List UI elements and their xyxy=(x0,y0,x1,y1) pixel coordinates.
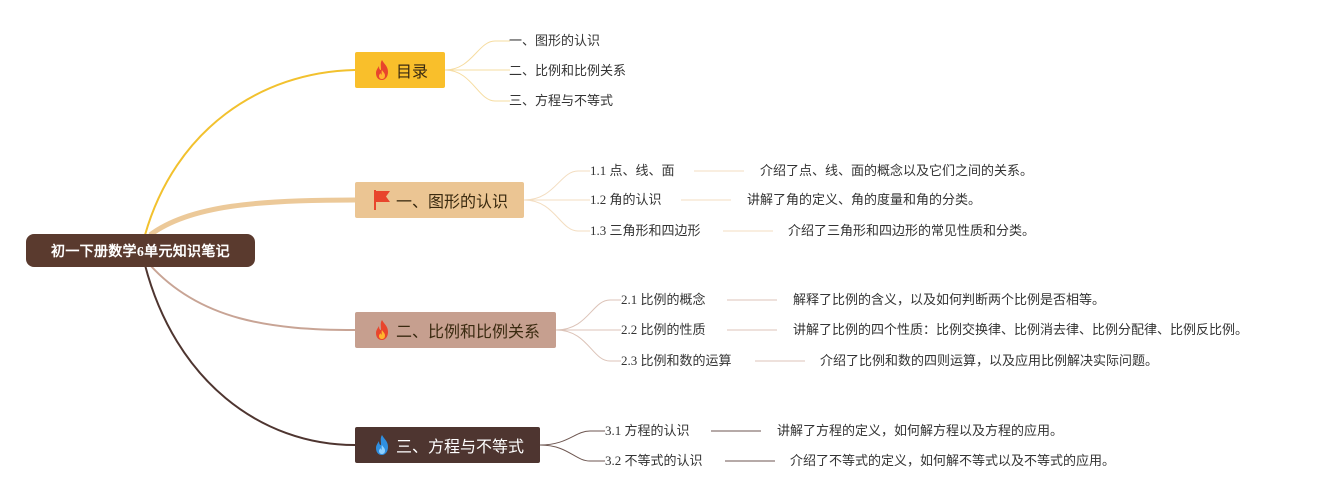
toc-link xyxy=(444,69,510,102)
root-link-toc xyxy=(144,69,356,236)
branch-label: 一、图形的认识 xyxy=(396,194,509,211)
branch3-link xyxy=(539,430,605,446)
topic-description: 讲解了比例的四个性质：比例交换律、比例消去律、比例分配律、比例反比例。 xyxy=(793,322,1249,337)
toc-item[interactable]: 一、图形的认识 xyxy=(509,33,601,48)
topic-item[interactable]: 1.2 角的认识 xyxy=(590,192,662,207)
topic-item[interactable]: 1.3 三角形和四边形 xyxy=(590,223,701,238)
branch-equation[interactable]: 三、方程与不等式 xyxy=(355,427,540,463)
root-node[interactable]: 初一下册数学6单元知识笔记 xyxy=(26,234,255,267)
topic-description: 讲解了角的定义、角的度量和角的分类。 xyxy=(747,192,982,207)
topic-description: 解释了比例的含义，以及如何判断两个比例是否相等。 xyxy=(793,292,1106,307)
branch-label: 二、比例和比例关系 xyxy=(396,324,541,341)
topic-item[interactable]: 2.1 比例的概念 xyxy=(621,292,706,307)
topic-item[interactable]: 2.3 比例和数的运算 xyxy=(621,353,732,368)
topic-item[interactable]: 3.2 不等式的认识 xyxy=(605,453,703,468)
topic-description: 介绍了比例和数的四则运算，以及应用比例解决实际问题。 xyxy=(820,353,1159,368)
drop-flame-icon xyxy=(372,434,392,456)
root-link-equation xyxy=(144,264,356,446)
branch2-link xyxy=(555,299,621,331)
branch-ratio[interactable]: 二、比例和比例关系 xyxy=(355,312,556,348)
topic-description: 介绍了三角形和四边形的常见性质和分类。 xyxy=(788,223,1036,238)
branch1-link xyxy=(523,170,590,201)
topic-item[interactable]: 1.1 点、线、面 xyxy=(590,163,675,178)
topic-description: 介绍了点、线、面的概念以及它们之间的关系。 xyxy=(760,163,1034,178)
branch-label: 三、方程与不等式 xyxy=(396,439,525,456)
flag-icon xyxy=(372,189,392,211)
branch-label: 目录 xyxy=(396,64,429,81)
toc-link xyxy=(444,40,510,71)
topic-item[interactable]: 3.1 方程的认识 xyxy=(605,423,690,438)
branch-toc[interactable]: 目录 xyxy=(355,52,445,88)
branch3-link xyxy=(539,444,605,462)
root-link-shapes xyxy=(148,197,356,238)
topic-item[interactable]: 2.2 比例的性质 xyxy=(621,322,706,337)
root-link-ratio xyxy=(149,264,356,331)
topic-description: 讲解了方程的定义，如何解方程以及方程的应用。 xyxy=(777,423,1064,438)
topic-description: 介绍了不等式的定义，如何解不等式以及不等式的应用。 xyxy=(790,453,1116,468)
branch-shapes[interactable]: 一、图形的认识 xyxy=(355,182,524,218)
root-label: 初一下册数学6单元知识笔记 xyxy=(51,244,230,260)
fire-icon xyxy=(372,59,392,81)
branch2-link xyxy=(555,329,621,362)
toc-item[interactable]: 二、比例和比例关系 xyxy=(509,63,627,78)
branch1-link xyxy=(523,199,590,232)
fire-icon xyxy=(372,319,392,341)
toc-item[interactable]: 三、方程与不等式 xyxy=(509,93,614,108)
